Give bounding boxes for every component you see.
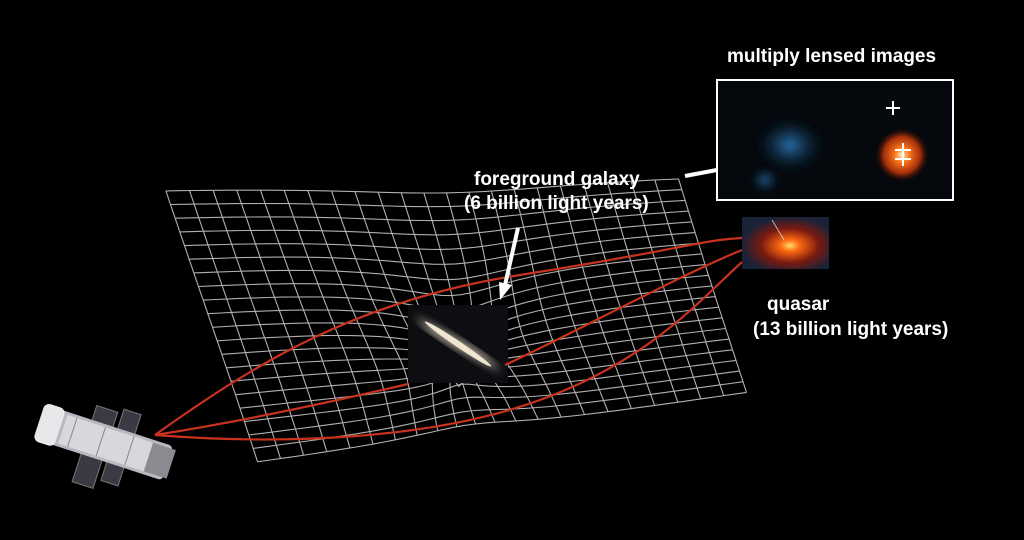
light-paths (154, 236, 743, 441)
grid-line (248, 370, 740, 436)
light-path-upper (154, 236, 743, 436)
grid-line (184, 221, 692, 250)
arrow-to-galaxy (499, 227, 520, 300)
light-path-lower (154, 261, 743, 441)
grid-line (307, 190, 396, 440)
quasar-image (742, 217, 829, 269)
grid-line (165, 178, 679, 194)
lensed-images-panel (716, 79, 954, 201)
galaxy-label-name: foreground galaxy (474, 169, 640, 190)
foreground-galaxy-image (408, 305, 508, 383)
grid-line (189, 232, 696, 265)
light-path-middle-near (154, 382, 409, 437)
lensed-blue-image (755, 117, 825, 173)
quasar-label-distance: (13 billion light years) (753, 319, 949, 340)
grid-line (175, 199, 686, 222)
grid-line (244, 359, 737, 423)
light-path-middle-far (504, 248, 743, 366)
grid-line (259, 190, 351, 449)
grid-line (198, 253, 702, 297)
position-markers (886, 101, 911, 166)
galaxy-label-distance: (6 billion light years) (464, 193, 649, 214)
quasar-label-name: quasar (767, 294, 830, 315)
grid-line (170, 189, 682, 208)
grid-line (257, 391, 747, 463)
lensed-images-title: multiply lensed images (727, 46, 937, 67)
grid-line (490, 190, 562, 418)
grid-line (179, 210, 689, 236)
hubble-telescope-icon (34, 404, 176, 490)
grid-line (193, 242, 699, 281)
